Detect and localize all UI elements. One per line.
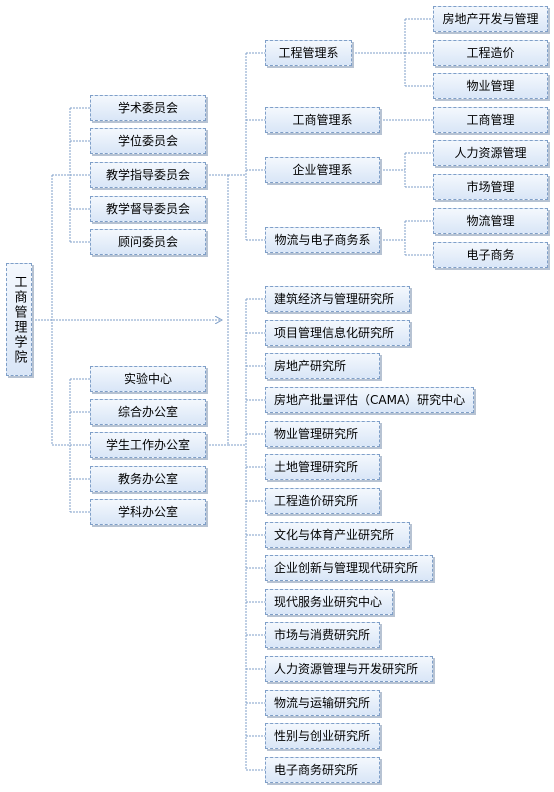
committee-box: 教学指导委员会 bbox=[90, 162, 206, 188]
committee-box: 顾问委员会 bbox=[90, 229, 206, 255]
institute-label: 性别与创业研究所 bbox=[274, 729, 371, 743]
institute-label: 建筑经济与管理研究所 bbox=[274, 292, 395, 306]
major-label: 电子商务 bbox=[466, 248, 515, 262]
committee-box: 教学督导委员会 bbox=[90, 196, 206, 222]
department-box: 企业管理系 bbox=[265, 157, 380, 183]
institute-label: 电子商务研究所 bbox=[274, 763, 359, 777]
institute-label: 房地产批量评估（CAMA）研究中心 bbox=[274, 393, 466, 407]
committee-label: 教学指导委员会 bbox=[105, 168, 190, 182]
department-box: 物流与电子商务系 bbox=[265, 227, 380, 253]
institute-label: 物流与运输研究所 bbox=[274, 696, 371, 710]
major-label: 工商管理 bbox=[466, 113, 515, 127]
office-label: 综合办公室 bbox=[117, 405, 178, 419]
institute-label: 人力资源管理与开发研究所 bbox=[274, 662, 419, 676]
committee-box: 学术委员会 bbox=[90, 95, 206, 121]
institute-label: 市场与消费研究所 bbox=[274, 628, 371, 642]
major-label: 物业管理 bbox=[466, 79, 515, 93]
major-box: 物流管理 bbox=[433, 208, 548, 234]
institute-box: 现代服务业研究中心 bbox=[265, 589, 393, 615]
department-label: 物流与电子商务系 bbox=[274, 233, 371, 247]
institute-label: 企业创新与管理现代研究所 bbox=[274, 561, 419, 575]
major-box: 物业管理 bbox=[433, 73, 548, 99]
office-label: 学生工作办公室 bbox=[105, 438, 190, 452]
institute-box: 性别与创业研究所 bbox=[265, 723, 380, 749]
committee-label: 顾问委员会 bbox=[117, 235, 178, 249]
major-box: 工商管理 bbox=[433, 107, 548, 133]
institute-box: 房地产研究所 bbox=[265, 353, 380, 379]
office-label: 学科办公室 bbox=[117, 505, 178, 519]
institute-box: 建筑经济与管理研究所 bbox=[265, 286, 410, 312]
institute-label: 项目管理信息化研究所 bbox=[274, 326, 395, 340]
root-label: 工商管理学院 bbox=[11, 274, 27, 365]
major-label: 物流管理 bbox=[466, 214, 515, 228]
department-label: 工商管理系 bbox=[292, 113, 353, 127]
institute-label: 工程造价研究所 bbox=[274, 494, 359, 508]
institute-box: 项目管理信息化研究所 bbox=[265, 320, 410, 346]
major-box: 电子商务 bbox=[433, 242, 548, 268]
major-label: 人力资源管理 bbox=[454, 146, 527, 160]
institute-box: 物流与运输研究所 bbox=[265, 690, 380, 716]
office-box: 实验中心 bbox=[90, 366, 206, 392]
major-label: 市场管理 bbox=[466, 180, 515, 194]
institute-label: 现代服务业研究中心 bbox=[274, 595, 383, 609]
institute-box: 企业创新与管理现代研究所 bbox=[265, 555, 433, 581]
institute-box: 人力资源管理与开发研究所 bbox=[265, 656, 433, 682]
institute-label: 文化与体育产业研究所 bbox=[274, 528, 395, 542]
major-box: 工程造价 bbox=[433, 40, 548, 66]
committee-label: 学位委员会 bbox=[117, 134, 178, 148]
major-box: 房地产开发与管理 bbox=[433, 6, 548, 32]
department-label: 工程管理系 bbox=[278, 46, 339, 60]
institute-box: 市场与消费研究所 bbox=[265, 622, 380, 648]
department-box: 工商管理系 bbox=[265, 107, 380, 133]
office-label: 教务办公室 bbox=[117, 472, 178, 486]
major-label: 工程造价 bbox=[466, 46, 515, 60]
office-box: 综合办公室 bbox=[90, 399, 206, 425]
committee-box: 学位委员会 bbox=[90, 128, 206, 154]
institute-box: 房地产批量评估（CAMA）研究中心 bbox=[265, 387, 474, 413]
department-box: 工程管理系 bbox=[265, 40, 352, 66]
institute-label: 土地管理研究所 bbox=[274, 460, 359, 474]
institute-box: 电子商务研究所 bbox=[265, 757, 380, 783]
institute-box: 工程造价研究所 bbox=[265, 488, 380, 514]
department-label: 企业管理系 bbox=[292, 163, 353, 177]
major-label: 房地产开发与管理 bbox=[442, 12, 539, 26]
office-box: 学科办公室 bbox=[90, 499, 206, 525]
major-box: 人力资源管理 bbox=[433, 140, 548, 166]
office-box: 教务办公室 bbox=[90, 466, 206, 492]
committee-label: 学术委员会 bbox=[117, 101, 178, 115]
office-box: 学生工作办公室 bbox=[90, 432, 206, 458]
institute-box: 土地管理研究所 bbox=[265, 454, 380, 480]
institute-label: 房地产研究所 bbox=[274, 359, 347, 373]
committee-label: 教学督导委员会 bbox=[105, 202, 190, 216]
institute-box: 物业管理研究所 bbox=[265, 421, 380, 447]
institute-label: 物业管理研究所 bbox=[274, 427, 359, 441]
root-node-school: 工商管理学院 bbox=[6, 263, 32, 376]
major-box: 市场管理 bbox=[433, 174, 548, 200]
institute-box: 文化与体育产业研究所 bbox=[265, 522, 410, 548]
office-label: 实验中心 bbox=[123, 372, 172, 386]
